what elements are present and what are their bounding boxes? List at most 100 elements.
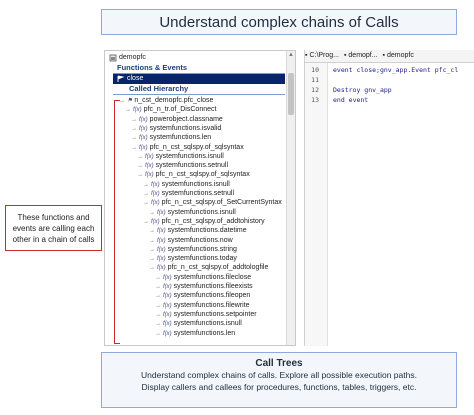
tree-root[interactable]: demopfc — [109, 53, 146, 63]
tree-row-label: systemfunctions.isnull — [173, 320, 242, 328]
call-arrow-icon: → — [143, 200, 149, 207]
tree-row[interactable]: →⚑n_cst_demopfc.pfc_close — [119, 96, 213, 106]
tree-row[interactable]: →f(x)pfc_n_cst_sqlspy.of_sqlsyntax — [137, 170, 250, 180]
tree-row-label: systemfunctions.len — [149, 134, 212, 142]
tree-row[interactable]: →f(x)systemfunctions.setnull — [143, 189, 234, 199]
tree-row-label: systemfunctions.isnull — [167, 208, 236, 216]
function-icon: f(x) — [139, 125, 148, 132]
tree-row[interactable]: →f(x)pfc_n_cst_sqlspy.of_SetCurrentSynta… — [143, 198, 282, 208]
tree-row[interactable]: →f(x)pfc_n_cst_sqlspy.of_addtologfile — [149, 263, 268, 273]
tree-row[interactable]: →f(x)systemfunctions.setpointer — [155, 310, 257, 320]
function-icon: f(x) — [139, 116, 148, 123]
tree-row[interactable]: →f(x)systemfunctions.isnull — [143, 180, 230, 190]
tree-row[interactable]: →f(x)systemfunctions.len — [131, 133, 211, 143]
feature-desc-line-1: Understand complex chains of calls. Expl… — [141, 370, 417, 380]
tree-row[interactable]: →f(x)pfc_n_cst_sqlspy.of_addtohistory — [143, 217, 265, 227]
tree-row-label: systemfunctions.filewrite — [173, 301, 250, 309]
breadcrumb-item[interactable]: ▪ demopfc — [382, 52, 414, 59]
call-arrow-icon: → — [149, 209, 155, 216]
folder-icon: ▪ — [305, 52, 308, 59]
header-title-box: Understand complex chains of Calls — [101, 9, 457, 35]
tree-row[interactable]: →f(x)systemfunctions.string — [149, 245, 237, 255]
tree-row[interactable]: →f(x)systemfunctions.fileopen — [155, 291, 250, 301]
call-arrow-icon: → — [155, 330, 161, 337]
line-number: 13 — [311, 96, 319, 104]
function-icon: f(x) — [151, 181, 160, 188]
tree-row[interactable]: →f(x)systemfunctions.now — [149, 236, 233, 246]
tree-row-label: pfc_n_cst_sqlspy.of_addtohistory — [161, 217, 265, 225]
function-icon: f(x) — [163, 274, 172, 281]
tree-scrollbar[interactable]: ▲ — [286, 51, 295, 345]
call-arrow-icon: → — [131, 116, 137, 123]
function-icon: f(x) — [163, 330, 172, 337]
call-tree-panel[interactable]: demopfc Functions & Events close Called … — [104, 50, 296, 346]
tree-row[interactable]: →f(x)systemfunctions.len — [155, 329, 235, 339]
tree-row[interactable]: →f(x)powerobject.classname — [131, 115, 223, 125]
breadcrumb-item[interactable]: ▪ C:\Prog... — [305, 52, 340, 59]
tree-row-label: systemfunctions.setnull — [161, 190, 235, 197]
function-icon: f(x) — [139, 135, 148, 142]
annotation-bracket — [114, 100, 120, 344]
tree-row[interactable]: →f(x)systemfunctions.filewrite — [155, 301, 250, 311]
call-arrow-icon: → — [119, 98, 125, 104]
selected-item-band[interactable] — [113, 74, 285, 84]
tree-row[interactable]: →f(x)pfc_n_tr.of_DisConnect — [125, 105, 216, 115]
tree-row[interactable]: →f(x)systemfunctions.isvalid — [131, 124, 221, 134]
call-arrow-icon: → — [149, 237, 155, 244]
function-icon: f(x) — [145, 172, 154, 179]
section-functions-label: Functions & Events — [117, 63, 188, 72]
feature-description-box: Call Trees Understand complex chains of … — [101, 352, 457, 408]
call-arrow-icon: → — [149, 228, 155, 235]
call-arrow-icon: → — [137, 172, 143, 179]
selected-event-label: close — [127, 75, 144, 82]
tree-row[interactable]: →f(x)systemfunctions.setnull — [137, 161, 228, 171]
call-arrow-icon: → — [149, 246, 155, 253]
tree-row[interactable]: →f(x)pfc_n_cst_sqlspy.of_sqlsyntax — [131, 143, 244, 153]
section-called-hierarchy[interactable]: Called Hierarchy — [129, 84, 188, 94]
tree-row-label: systemfunctions.datetime — [167, 227, 247, 235]
function-icon: f(x) — [163, 284, 172, 290]
scroll-up-icon[interactable]: ▲ — [288, 52, 294, 58]
annotation-callout: These functions and events are calling e… — [5, 205, 102, 251]
call-arrow-icon: → — [155, 311, 161, 318]
selected-event-close[interactable]: close — [117, 74, 143, 84]
tree-row[interactable]: →f(x)systemfunctions.fileexists — [155, 282, 253, 292]
function-icon: f(x) — [163, 321, 172, 328]
function-icon: f(x) — [151, 191, 160, 197]
function-icon: f(x) — [157, 246, 166, 253]
tree-row-label: pfc_n_cst_sqlspy.of_SetCurrentSyntax — [161, 199, 282, 207]
call-arrow-icon: → — [155, 284, 161, 290]
function-icon: f(x) — [163, 293, 172, 300]
tree-row-label: systemfunctions.string — [167, 245, 237, 253]
tree-row-label: systemfunctions.today — [167, 255, 237, 263]
tree-row[interactable]: →f(x)systemfunctions.isnull — [137, 152, 224, 162]
call-arrow-icon: → — [137, 153, 143, 160]
tree-row[interactable]: →f(x)systemfunctions.isnull — [149, 208, 236, 218]
code-text: Destroy gnv_app — [333, 86, 392, 94]
tree-row[interactable]: →f(x)systemfunctions.isnull — [155, 319, 242, 329]
call-arrow-icon: → — [155, 274, 161, 281]
tree-row-label: systemfunctions.fileopen — [173, 292, 251, 300]
function-icon: f(x) — [151, 218, 160, 225]
breadcrumb-item[interactable]: ▪ demopf... — [343, 52, 378, 59]
tree-row-label: systemfunctions.fileclose — [173, 273, 252, 281]
tree-row[interactable]: →f(x)systemfunctions.datetime — [149, 226, 247, 236]
tree-row[interactable]: →f(x)systemfunctions.fileclose — [155, 273, 251, 283]
code-line[interactable]: 11 — [305, 75, 319, 85]
function-icon: f(x) — [151, 200, 160, 207]
breadcrumb: ▪ C:\Prog... ▪ demopf... ▪ demopfc — [305, 50, 474, 63]
scroll-thumb[interactable] — [288, 73, 294, 115]
tree-row[interactable]: →f(x)systemfunctions.today — [149, 254, 237, 264]
section-hierarchy-label: Called Hierarchy — [129, 84, 189, 93]
function-icon: f(x) — [157, 237, 166, 244]
call-arrow-icon: → — [149, 256, 155, 263]
section-functions-events[interactable]: Functions & Events — [117, 63, 187, 73]
section-divider — [113, 94, 285, 95]
event-flag-icon — [117, 75, 125, 82]
line-number: 10 — [311, 66, 319, 74]
call-arrow-icon: → — [143, 218, 149, 225]
